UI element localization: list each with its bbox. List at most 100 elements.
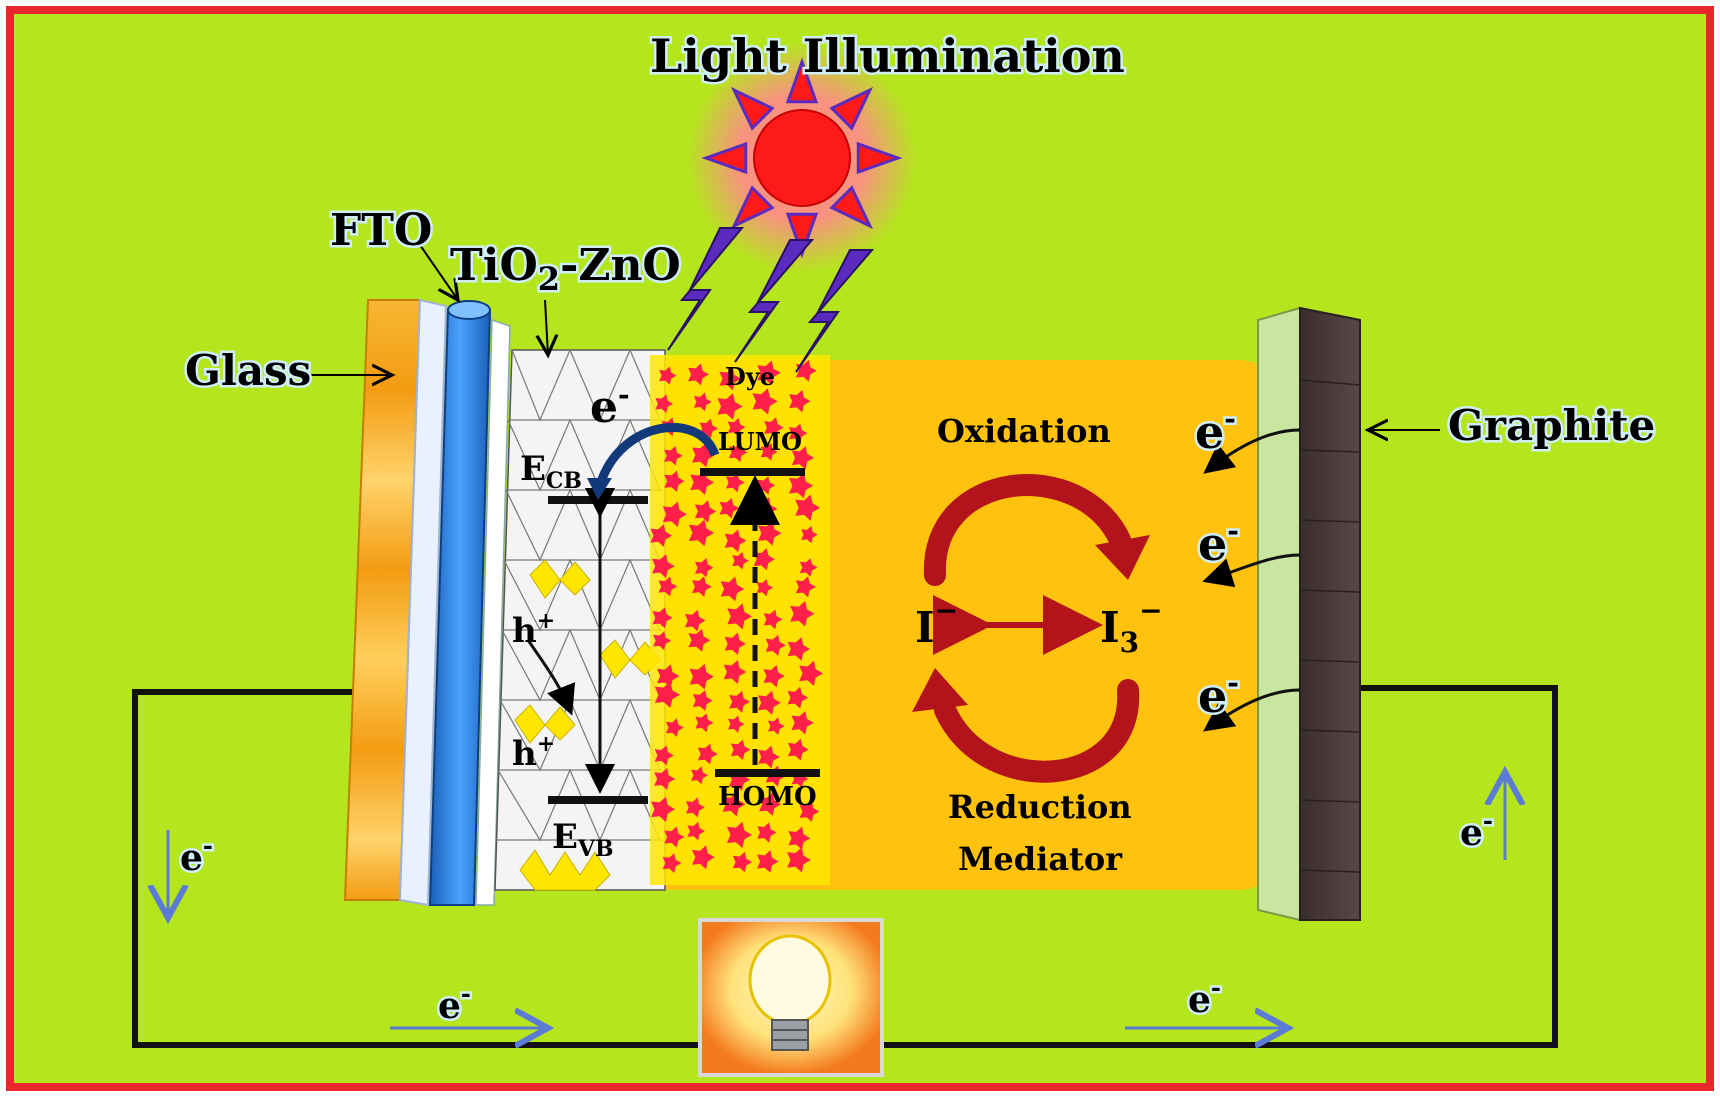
tio2-subscript: 2 — [538, 260, 560, 298]
dye-molecule — [791, 711, 814, 735]
evb-label: EVB — [552, 817, 614, 862]
graphite-electron-arrows — [1202, 428, 1301, 732]
sun-ray — [829, 185, 874, 230]
ecb-subscript: CB — [546, 468, 582, 494]
electron-sign-right: - — [1483, 806, 1493, 835]
electron-label-right: e- — [1460, 806, 1493, 854]
electron-label-graphite-1: e- — [1195, 402, 1236, 459]
iodide-charge: − — [935, 594, 958, 627]
dye-molecule — [789, 390, 811, 413]
dye-molecule — [655, 394, 674, 413]
hole-h-upper: h — [512, 611, 537, 651]
iodide-label: I− — [915, 594, 958, 652]
dye-molecule — [758, 690, 781, 715]
ecb-label: ECB — [520, 449, 582, 494]
dye-molecule — [760, 443, 778, 461]
dye-molecule — [764, 417, 784, 438]
dye-molecule — [654, 768, 676, 790]
dye-molecule — [685, 609, 706, 632]
dye-molecule — [688, 628, 711, 652]
homo-label: HOMO — [718, 782, 817, 812]
sun-icon — [687, 43, 917, 273]
dye-molecule — [692, 845, 715, 870]
dye-molecule — [657, 664, 680, 688]
dye-molecule — [787, 637, 810, 661]
dye-molecule — [763, 665, 785, 688]
dye-molecule — [729, 690, 750, 713]
triiodide-label: I3− — [1100, 594, 1163, 659]
dye-molecule — [759, 792, 781, 816]
electron-sign-g2: - — [1227, 514, 1239, 547]
dye-molecule — [758, 520, 782, 546]
triiodide-i: I — [1100, 603, 1120, 652]
dye-molecule — [757, 360, 781, 386]
mediator-label: Mediator — [958, 840, 1123, 878]
dye-molecule — [787, 847, 811, 873]
fto-layer — [428, 300, 511, 906]
dye-molecule — [730, 739, 751, 760]
oxidation-label: Oxidation — [937, 412, 1111, 450]
oxidation-arc — [923, 474, 1131, 586]
dye-molecule — [723, 660, 747, 684]
iodide-i: I — [915, 603, 935, 652]
dye-molecule — [692, 576, 712, 597]
electron-label-graphite-3: e- — [1198, 666, 1239, 723]
dye-molecule — [728, 715, 745, 733]
dye-molecule — [719, 367, 741, 391]
circuit-electron-arrows — [168, 775, 1505, 1028]
dye-molecule — [788, 826, 811, 850]
dye-molecule — [720, 576, 745, 602]
dye-molecule — [758, 745, 780, 769]
dye-molecule — [662, 501, 687, 527]
dye-molecule — [690, 469, 715, 495]
fto-label: FTO — [330, 205, 432, 256]
tio2-suffix: -ZnO — [560, 240, 681, 291]
dye-molecule — [789, 473, 814, 499]
dye-molecule — [662, 853, 682, 873]
dye-molecule — [757, 850, 779, 873]
dye-molecule — [795, 576, 816, 598]
hole-label-lower: h+ — [512, 731, 555, 774]
dye-molecule — [686, 797, 705, 818]
graphite-electrode — [1257, 306, 1361, 922]
tio2-prefix: TiO — [450, 240, 538, 291]
energy-levels — [526, 422, 820, 804]
dye-molecule — [664, 470, 685, 492]
sun-ray — [701, 141, 748, 175]
electron-sign-g1: - — [1224, 402, 1236, 435]
dye-molecule — [664, 446, 683, 466]
dye-molecule — [688, 363, 709, 386]
dye-molecule — [799, 558, 818, 577]
evb-main: E — [552, 817, 578, 857]
hole-plus-upper: + — [537, 608, 555, 634]
dye-molecule — [787, 686, 809, 709]
dye-molecule — [697, 743, 718, 765]
sun-ray — [785, 212, 819, 259]
dye-molecule — [788, 423, 808, 443]
dye-molecule — [654, 681, 680, 708]
dye-molecule — [659, 366, 677, 385]
electron-sign-left: - — [203, 831, 213, 860]
sun-ray — [785, 57, 819, 104]
triiodide-charge: − — [1139, 594, 1162, 627]
dye-molecule — [722, 792, 746, 817]
dye-molecule — [724, 529, 747, 553]
dye-molecule — [752, 388, 778, 415]
triiodide-subscript: 3 — [1120, 626, 1139, 659]
electron-e-left: e — [180, 837, 203, 879]
dye-molecule — [695, 558, 714, 578]
hole-plus-lower: + — [537, 731, 555, 757]
dye-molecule — [650, 524, 672, 547]
electron-sign-g3: - — [1227, 666, 1239, 699]
dye-molecule — [799, 801, 820, 822]
dye-molecule — [692, 442, 716, 468]
light-illumination-label: Light Illumination — [650, 29, 1125, 83]
sun-ray — [730, 86, 775, 131]
reduction-arc — [934, 679, 1140, 783]
dye-molecule — [691, 766, 708, 785]
dye-molecule — [799, 660, 823, 686]
electron-e-g2: e — [1198, 517, 1227, 571]
dye-molecule — [717, 393, 743, 420]
dye-label: Dye — [725, 362, 775, 391]
